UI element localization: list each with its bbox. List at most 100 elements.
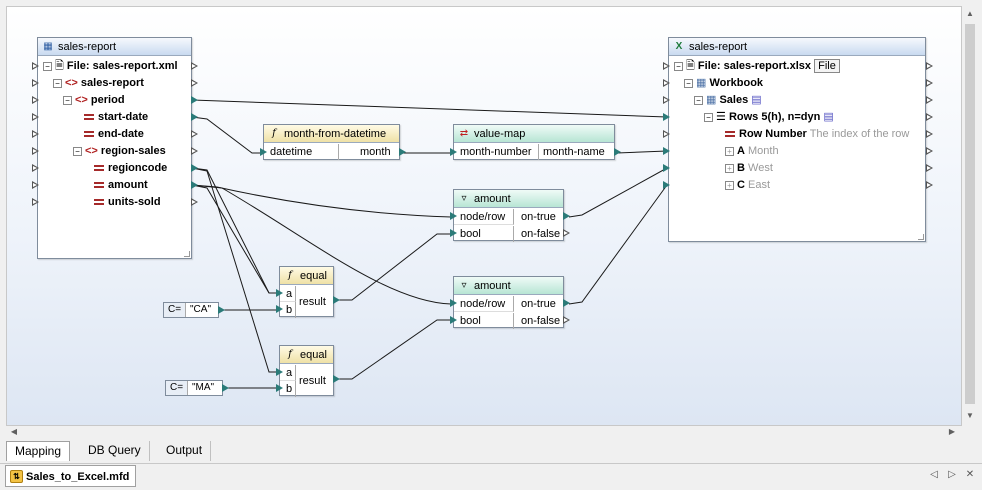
resize-handle[interactable] xyxy=(918,234,924,240)
target-output-connector[interactable] xyxy=(926,147,933,155)
source-file-row[interactable]: −🗎 File: sales-report.xml xyxy=(43,58,178,75)
target-sheet-row[interactable]: −▦ Sales ▤ xyxy=(694,92,762,109)
target-input-rows[interactable] xyxy=(663,113,670,121)
source-input-connector[interactable] xyxy=(32,113,39,121)
source-output-connector[interactable] xyxy=(191,147,198,155)
result-connector[interactable] xyxy=(333,296,340,304)
on-true-output[interactable]: on-true xyxy=(521,211,556,223)
collapse-icon[interactable]: − xyxy=(704,112,713,122)
target-workbook-row[interactable]: −▦ Workbook xyxy=(684,75,763,92)
collapse-icon[interactable]: − xyxy=(684,78,693,88)
scroll-left-icon[interactable]: ◀ xyxy=(10,427,18,436)
filter-header[interactable]: ▿ amount xyxy=(454,277,563,295)
tab-prev-icon[interactable]: ◁ xyxy=(930,469,938,480)
equal-function-1[interactable]: f equal a b result xyxy=(279,266,334,318)
target-rows-row[interactable]: −☰ Rows 5(h), n=dyn ▤ xyxy=(704,109,834,126)
b-connector[interactable] xyxy=(276,305,283,313)
target-output-connector[interactable] xyxy=(926,62,933,70)
function-header[interactable]: ⇄ value-map xyxy=(454,125,614,143)
collapse-icon[interactable]: − xyxy=(674,61,683,71)
sheet-settings-icon[interactable]: ▤ xyxy=(751,94,762,106)
filter-amount-1[interactable]: ▿ amount node/row bool on-true on-false xyxy=(453,189,564,242)
source-input-connector[interactable] xyxy=(32,181,39,189)
collapse-icon[interactable]: − xyxy=(53,78,62,88)
month-from-datetime-function[interactable]: f month-from-datetime datetime month xyxy=(263,124,400,160)
target-output-connector[interactable] xyxy=(926,96,933,104)
source-row-startdate[interactable]: start-date xyxy=(84,109,148,126)
source-output-connector[interactable] xyxy=(191,79,198,87)
on-true-output[interactable]: on-true xyxy=(521,298,556,310)
constant-ma-connector[interactable] xyxy=(222,384,229,392)
bool-connector[interactable] xyxy=(450,229,457,237)
target-column-b[interactable]: +B West xyxy=(725,160,773,177)
bool-input[interactable]: bool xyxy=(454,226,514,242)
source-input-connector[interactable] xyxy=(32,96,39,104)
source-row-amount[interactable]: amount xyxy=(94,177,148,194)
month-number-input[interactable]: month-number xyxy=(454,144,539,160)
source-output-connector[interactable] xyxy=(191,130,198,138)
function-header[interactable]: f equal xyxy=(280,346,333,364)
node-row-input[interactable]: node/row xyxy=(454,296,514,312)
target-input-east[interactable] xyxy=(663,181,670,189)
source-input-connector[interactable] xyxy=(32,79,39,87)
month-connector[interactable] xyxy=(399,148,406,156)
on-false-connector[interactable] xyxy=(563,229,570,237)
bool-connector[interactable] xyxy=(450,316,457,324)
close-icon[interactable]: ✕ xyxy=(965,469,975,480)
scroll-up-icon[interactable]: ▲ xyxy=(966,9,974,18)
collapse-icon[interactable]: − xyxy=(73,146,82,156)
filter-header[interactable]: ▿ amount xyxy=(454,190,563,208)
b-input[interactable]: b xyxy=(280,302,296,318)
source-output-regioncode[interactable] xyxy=(191,164,198,172)
equal-function-2[interactable]: f equal a b result xyxy=(279,345,334,397)
month-number-connector[interactable] xyxy=(450,148,457,156)
a-input[interactable]: a xyxy=(280,286,296,302)
collapse-icon[interactable]: − xyxy=(43,61,52,71)
constant-ma[interactable]: C="MA" xyxy=(165,380,223,396)
bool-input[interactable]: bool xyxy=(454,313,514,329)
function-header[interactable]: f equal xyxy=(280,267,333,285)
target-input-connector[interactable] xyxy=(663,96,670,104)
tab-next-icon[interactable]: ▷ xyxy=(948,469,956,480)
on-true-connector[interactable] xyxy=(563,299,570,307)
month-name-output[interactable]: month-name xyxy=(543,146,605,158)
source-input-connector[interactable] xyxy=(32,62,39,70)
month-output[interactable]: month xyxy=(360,146,391,158)
a-connector[interactable] xyxy=(276,368,283,376)
constant-ca-connector[interactable] xyxy=(218,306,225,314)
source-row-unitssold[interactable]: units-sold xyxy=(94,194,161,211)
scroll-down-icon[interactable]: ▼ xyxy=(966,411,974,420)
target-header[interactable]: X sales-report xyxy=(669,38,925,56)
source-output-amount[interactable] xyxy=(191,181,198,189)
tab-db-query[interactable]: DB Query xyxy=(80,441,150,461)
target-excel-component[interactable]: X sales-report −🗎 File: sales-report.xls… xyxy=(668,37,926,242)
datetime-input[interactable]: datetime xyxy=(264,144,339,160)
datetime-connector[interactable] xyxy=(260,148,267,156)
source-output-connector[interactable] xyxy=(191,62,198,70)
source-input-connector[interactable] xyxy=(32,198,39,206)
tab-mapping[interactable]: Mapping xyxy=(6,441,71,461)
a-input[interactable]: a xyxy=(280,365,296,381)
on-false-output[interactable]: on-false xyxy=(521,315,561,327)
on-true-connector[interactable] xyxy=(563,212,570,220)
source-row-enddate[interactable]: end-date xyxy=(84,126,144,143)
result-output[interactable]: result xyxy=(299,296,326,308)
source-output-period[interactable] xyxy=(191,96,198,104)
file-button[interactable]: File xyxy=(814,59,840,73)
on-false-output[interactable]: on-false xyxy=(521,228,561,240)
value-map-function[interactable]: ⇄ value-map month-number month-name xyxy=(453,124,615,160)
target-column-a[interactable]: +A Month xyxy=(725,143,779,160)
document-tab[interactable]: ⇅ Sales_to_Excel.mfd xyxy=(5,465,137,487)
mapping-canvas[interactable]: ▦ sales-report −🗎 File: sales-report.xml… xyxy=(6,6,962,426)
target-output-connector[interactable] xyxy=(926,181,933,189)
result-output[interactable]: result xyxy=(299,375,326,387)
target-input-month[interactable] xyxy=(663,147,670,155)
tab-output[interactable]: Output xyxy=(158,441,212,461)
resize-handle[interactable] xyxy=(184,251,190,257)
target-input-west[interactable] xyxy=(663,164,670,172)
source-header[interactable]: ▦ sales-report xyxy=(38,38,191,56)
filter-amount-2[interactable]: ▿ amount node/row bool on-true on-false xyxy=(453,276,564,329)
target-output-connector[interactable] xyxy=(926,113,933,121)
source-row-salesreport[interactable]: −<> sales-report xyxy=(53,75,144,92)
source-row-regioncode[interactable]: regioncode xyxy=(94,160,167,177)
